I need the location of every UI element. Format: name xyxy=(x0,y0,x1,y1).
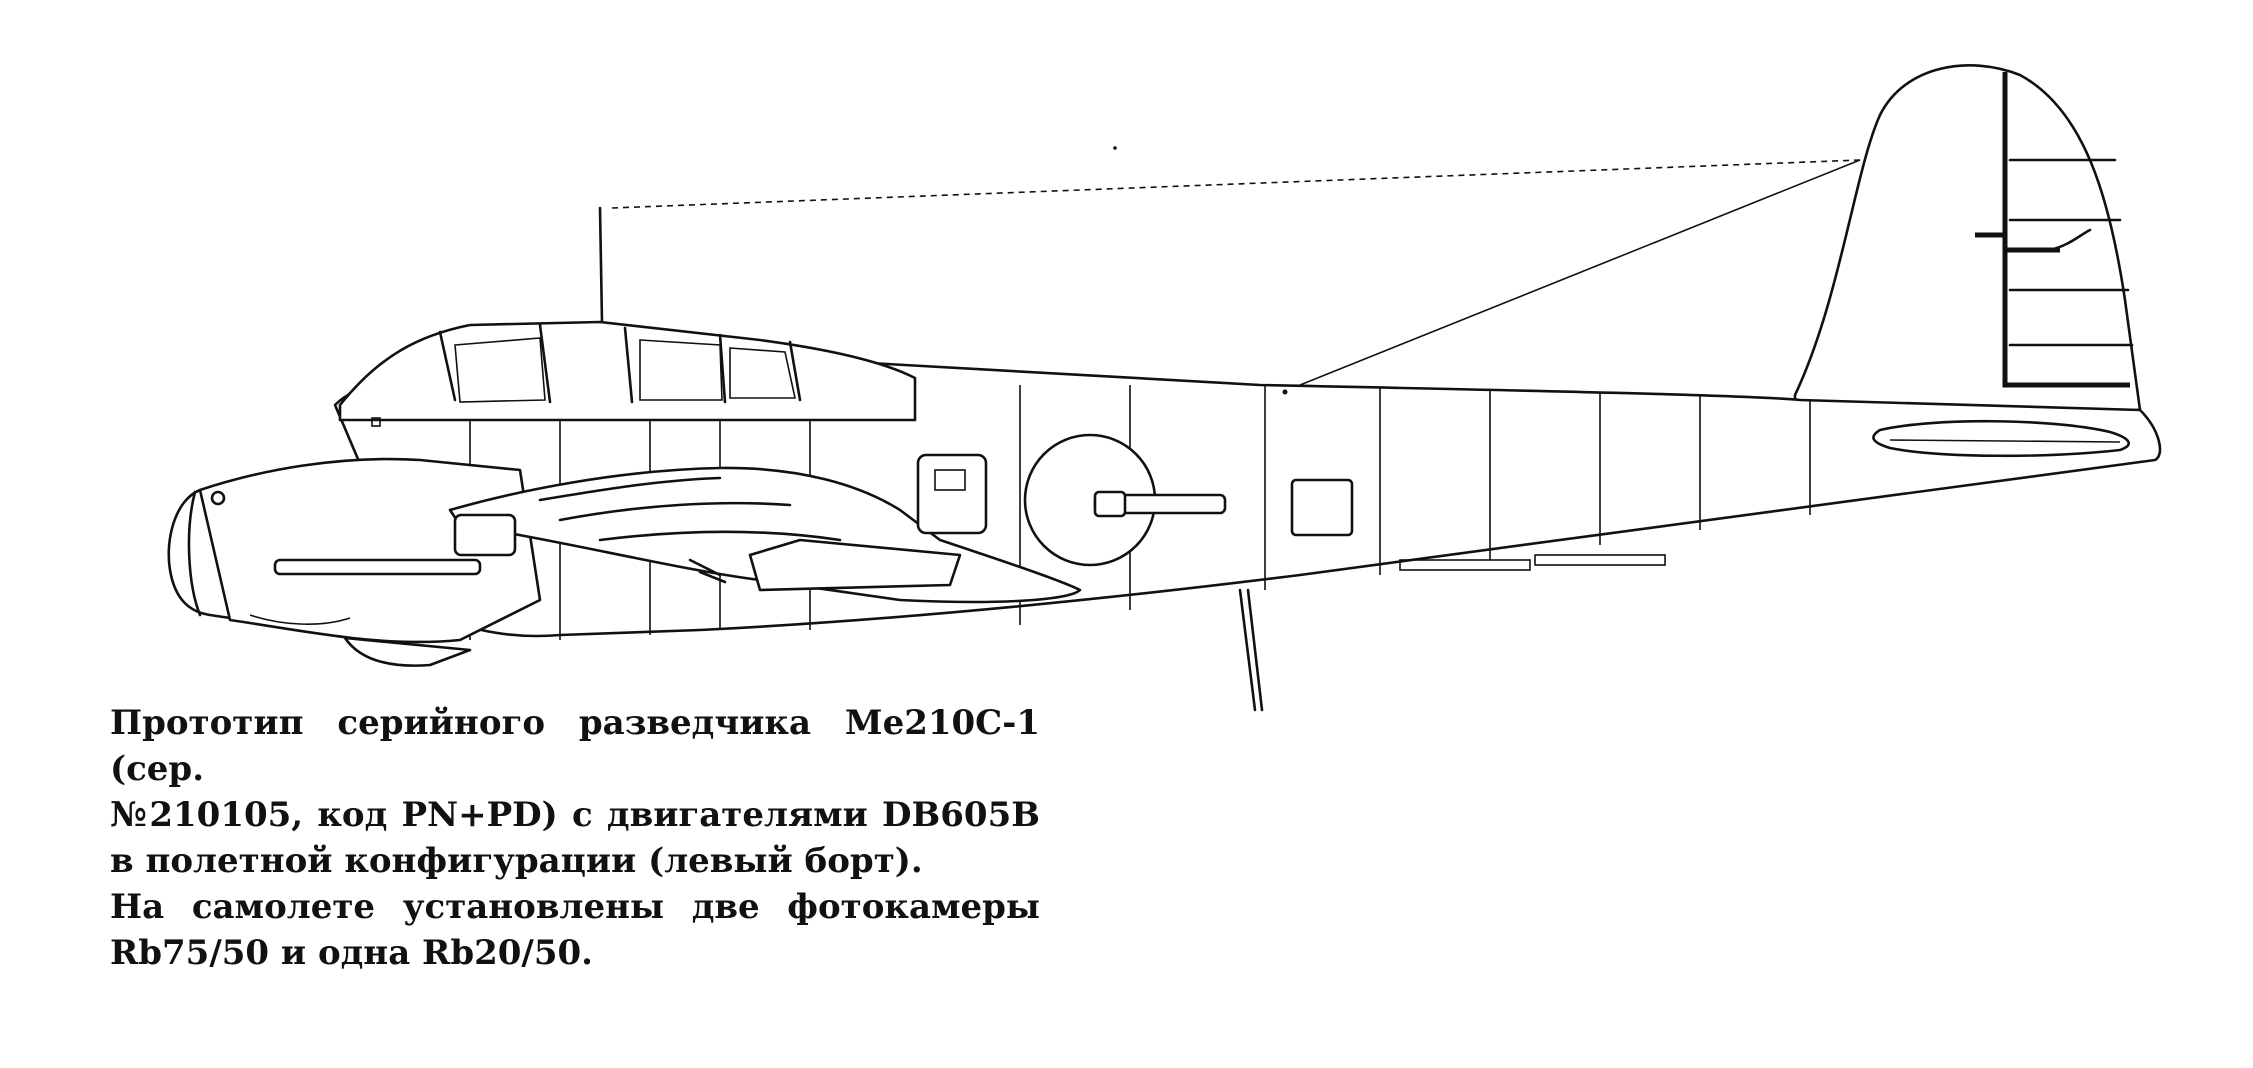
caption-line-1: Прототип серийного разведчика Ме210С-1 (… xyxy=(110,703,1040,789)
caption-line-4: На самолете установлены две фотокамеры xyxy=(110,887,1040,927)
antenna-wire xyxy=(611,159,1861,386)
vertical-tail xyxy=(1793,64,2142,412)
caption-line-2: №210105, код PN+PD) с двигателями DB605B xyxy=(110,795,1040,835)
cockpit-canopy xyxy=(338,206,917,422)
wing-and-engine-nacelle xyxy=(448,466,1082,604)
nose-section xyxy=(167,457,542,667)
caption-line-3: в полетной конфигурации (левый борт). xyxy=(110,841,923,881)
ventral-antenna xyxy=(1238,588,1264,712)
remote-barbette xyxy=(1023,433,1227,567)
access-hatches xyxy=(916,453,1354,537)
caption-line-5: Rb75/50 и одна Rb20/50. xyxy=(110,933,593,973)
figure-caption: Прототип серийного разведчика Ме210С-1 (… xyxy=(110,700,1040,976)
horizontal-stabilizer xyxy=(1872,419,2131,458)
detail-marks xyxy=(210,146,1288,506)
ventral-fairing xyxy=(1399,554,1666,571)
